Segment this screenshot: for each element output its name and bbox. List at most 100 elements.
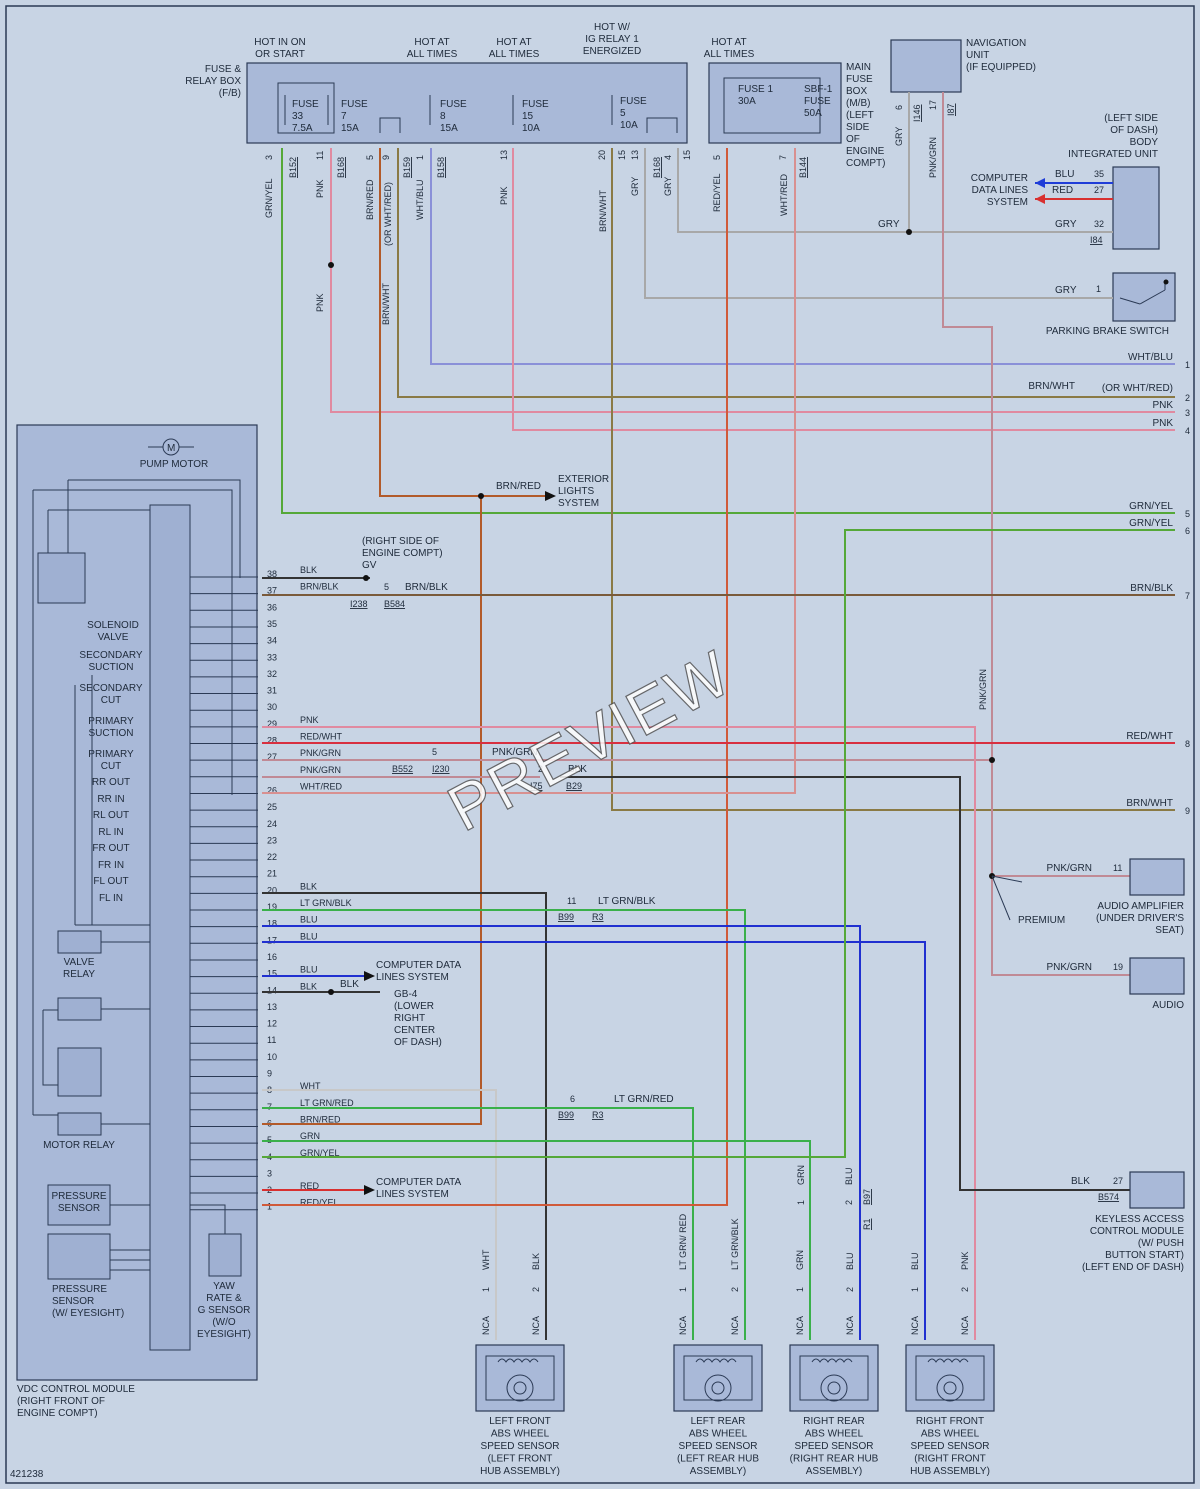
vdc-pin-color: BRN/BLK (300, 582, 339, 592)
sensor-label: ASSEMBLY) (690, 1466, 747, 1477)
arrows (364, 178, 1045, 1195)
svg-text:6: 6 (894, 105, 904, 110)
hot-all-times-a-2: ALL TIMES (407, 49, 458, 60)
svg-text:15: 15 (682, 150, 692, 160)
svg-text:CUT: CUT (101, 695, 122, 706)
svg-text:RL OUT: RL OUT (93, 810, 129, 821)
svg-text:9: 9 (381, 155, 391, 160)
vdc-pin-9: 9 (267, 1069, 272, 1079)
fuse-15-label: FUSE (522, 99, 549, 110)
sensor-nca: NCA (845, 1316, 855, 1335)
vdc-pin-33: 33 (267, 652, 277, 662)
sensor-label: ABS WHEEL (491, 1429, 550, 1440)
audio: AUDIO (1129, 957, 1185, 1011)
svg-text:2: 2 (960, 1287, 970, 1292)
svg-text:G SENSOR: G SENSOR (198, 1305, 251, 1316)
fuse-8-amp: 15A (440, 123, 458, 134)
svg-text:GRN: GRN (796, 1165, 806, 1185)
svg-text:PNK/GRN: PNK/GRN (492, 747, 538, 758)
svg-text:SUCTION: SUCTION (89, 728, 134, 739)
sensor-label: SPEED SENSOR (679, 1441, 758, 1452)
svg-text:I230: I230 (432, 764, 450, 774)
svg-text:AUDIO AMPLIFIER: AUDIO AMPLIFIER (1097, 901, 1184, 912)
svg-text:FUSE 1: FUSE 1 (738, 84, 773, 95)
svg-text:B159: B159 (402, 157, 412, 178)
sensor-label: SPEED SENSOR (911, 1441, 990, 1452)
svg-text:HOT AT: HOT AT (711, 37, 746, 48)
svg-text:LIGHTS: LIGHTS (558, 486, 594, 497)
svg-text:LINES SYSTEM: LINES SYSTEM (376, 1189, 449, 1200)
svg-text:FL IN: FL IN (99, 893, 123, 904)
svg-text:DATA LINES: DATA LINES (972, 185, 1029, 196)
sensor-wire-color: GRN (795, 1250, 805, 1270)
svg-text:(OR WHT/RED): (OR WHT/RED) (383, 182, 393, 246)
fuse-box-label-3: (F/B) (219, 88, 241, 99)
svg-text:PRESSURE: PRESSURE (51, 1191, 106, 1202)
hot-ig-relay-1: HOT W/ (594, 22, 630, 33)
svg-text:1: 1 (796, 1200, 806, 1205)
svg-text:B144: B144 (798, 157, 808, 178)
svg-text:LT GRN/RED: LT GRN/RED (614, 1094, 674, 1105)
svg-text:MOTOR RELAY: MOTOR RELAY (43, 1140, 115, 1151)
svg-text:PNK: PNK (499, 186, 509, 205)
sensor-wire-color: WHT (481, 1249, 491, 1270)
doc-id: 421238 (10, 1469, 44, 1480)
wires (262, 92, 1175, 1340)
sensor-wire-color: BLU (910, 1252, 920, 1270)
vdc-pin-25: 25 (267, 802, 277, 812)
svg-text:I238: I238 (350, 599, 368, 609)
svg-text:35: 35 (1094, 169, 1104, 179)
svg-text:1: 1 (481, 1287, 491, 1292)
right-edge-num: 6 (1185, 526, 1190, 536)
svg-text:5: 5 (384, 582, 389, 592)
fuse-box-connectors: B152 B168 B159 B158 B168 B144 (288, 157, 808, 178)
sensor-label: SPEED SENSOR (481, 1441, 560, 1452)
right-edge-color: GRN/YEL (1129, 518, 1173, 529)
svg-text:CONTROL MODULE: CONTROL MODULE (1090, 1226, 1184, 1237)
sensor-label: HUB ASSEMBLY) (910, 1466, 990, 1477)
fuse-15-amp: 10A (522, 123, 540, 134)
svg-text:B158: B158 (436, 157, 446, 178)
fuse-relay-box: FUSE & RELAY BOX (F/B) HOT IN ON OR STAR… (185, 22, 692, 160)
vdc-pin-color: BLU (300, 915, 318, 925)
vdc-pin-24: 24 (267, 819, 277, 829)
fuse-33-label: FUSE (292, 99, 319, 110)
svg-text:COMPUTER DATA: COMPUTER DATA (376, 1177, 462, 1188)
svg-text:BRN/WHT: BRN/WHT (381, 283, 391, 325)
sensor-label: ABS WHEEL (689, 1429, 748, 1440)
fuse-7-num: 7 (341, 111, 347, 122)
svg-text:(LOWER: (LOWER (394, 1001, 434, 1012)
sensor-label: SPEED SENSOR (795, 1441, 874, 1452)
svg-text:B168: B168 (336, 157, 346, 178)
svg-text:(UNDER DRIVER'S: (UNDER DRIVER'S (1096, 913, 1184, 924)
sensor-nca: NCA (481, 1316, 491, 1335)
svg-text:FR OUT: FR OUT (92, 843, 129, 854)
sensor-wire-color: PNK (960, 1251, 970, 1270)
svg-text:I146: I146 (912, 104, 922, 122)
vdc-pin-38: 38 (267, 569, 277, 579)
vdc-pin-21: 21 (267, 869, 277, 879)
svg-text:1: 1 (1096, 284, 1101, 294)
svg-text:BLK: BLK (340, 979, 359, 990)
svg-text:PRIMARY: PRIMARY (88, 749, 134, 760)
junction-dots (328, 229, 995, 995)
right-edge-num: 2 (1185, 393, 1190, 403)
navigation-unit: NAVIGATION UNIT (IF EQUIPPED) 6 17 I146 … (890, 38, 1036, 178)
top-wire-labels: GRN/YEL PNK BRN/RED (OR WHT/RED) WHT/BLU… (264, 173, 789, 325)
svg-text:OF: OF (846, 134, 860, 145)
svg-text:BLU: BLU (844, 1167, 854, 1185)
vdc-pin-color: RED/YEL (300, 1198, 339, 1208)
right-edge-num: 9 (1185, 806, 1190, 816)
vdc-pin-color: RED/WHT (300, 732, 342, 742)
svg-text:20: 20 (597, 150, 607, 160)
vdc-pin-color: BLK (300, 565, 317, 575)
hot-on-start-1: HOT IN ON (254, 37, 305, 48)
right-edge-color: GRN/YEL (1129, 501, 1173, 512)
parking-brake-switch: PARKING BRAKE SWITCH 1 GRY (1046, 272, 1176, 337)
svg-text:(W/O: (W/O (212, 1317, 236, 1328)
svg-text:GV: GV (362, 560, 377, 571)
hot-ig-relay-2: IG RELAY 1 (585, 34, 639, 45)
vdc-pin-13: 13 (267, 1002, 277, 1012)
sensor-wire-color: LT GRN/ RED (678, 1213, 688, 1270)
